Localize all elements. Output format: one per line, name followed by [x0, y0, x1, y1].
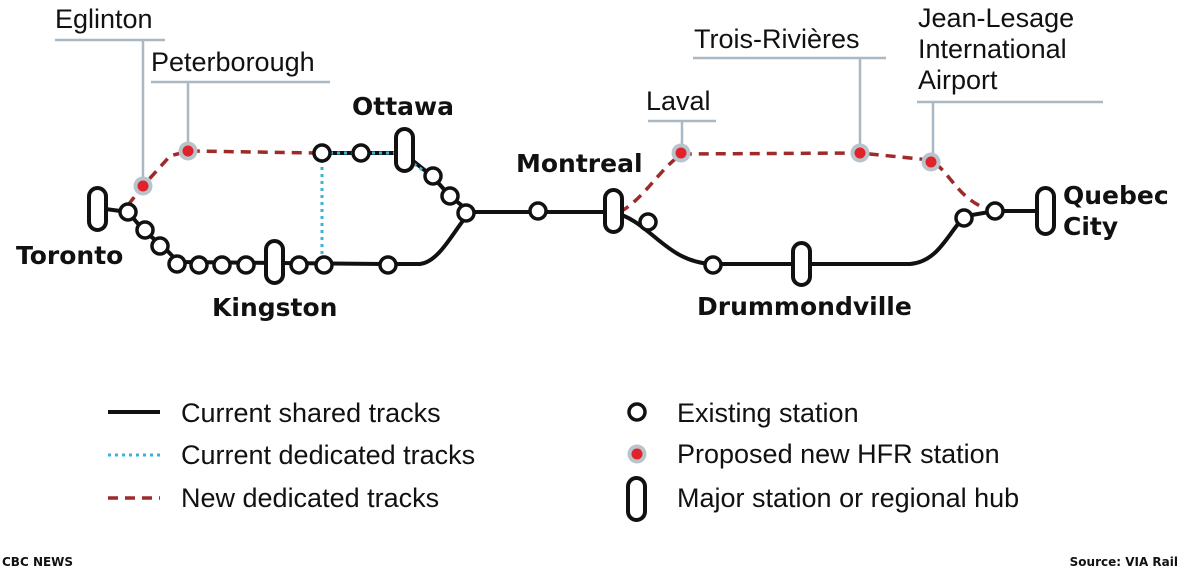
credit-label: CBC NEWS	[2, 555, 73, 569]
quebec-city-label-line2: City	[1063, 212, 1118, 241]
legend-major-station-swatch	[626, 476, 647, 522]
toronto-hub-marker	[87, 186, 108, 232]
station-marker	[189, 255, 209, 275]
quebec-city-hub-marker	[1035, 186, 1056, 236]
kingston-hub-marker	[264, 239, 285, 285]
source-label: Source: VIA Rail	[1070, 555, 1178, 569]
legend-existing-station-label: Existing station	[677, 398, 859, 428]
jean-lesage-proposed-marker	[921, 152, 941, 172]
montreal-label: Montreal	[516, 149, 643, 178]
legend-shared-label: Current shared tracks	[181, 398, 441, 428]
jean-lesage-label-line2: International	[918, 34, 1067, 64]
legend-existing-station-swatch	[627, 402, 647, 422]
montreal-quebec-shared-track	[610, 209, 1048, 266]
station-marker	[212, 255, 232, 275]
legend-proposed-station-swatch	[627, 444, 647, 464]
station-marker	[638, 212, 658, 232]
trois-rivieres-proposed-marker	[850, 143, 870, 163]
legend: Current shared tracks Current dedicated …	[108, 398, 1019, 522]
toronto-label: Toronto	[16, 241, 123, 270]
station-marker	[423, 166, 443, 186]
drummondville-hub-marker	[791, 241, 812, 287]
station-marker	[456, 203, 476, 223]
station-marker	[528, 201, 548, 221]
quebec-city-label-line1: Quebec	[1063, 181, 1169, 210]
legend-major-station-label: Major station or regional hub	[677, 483, 1019, 513]
ottawa-label: Ottawa	[352, 92, 454, 121]
ottawa-hub-marker	[394, 127, 415, 173]
station-marker	[314, 255, 334, 275]
kingston-label: Kingston	[212, 293, 337, 322]
legend-proposed-station-label: Proposed new HFR station	[677, 439, 1000, 469]
callout-lines	[55, 38, 1103, 186]
jean-lesage-label-line1: Jean-Lesage	[918, 3, 1074, 33]
station-marker	[312, 143, 332, 163]
proposed-stations	[133, 141, 941, 196]
peterborough-proposed-marker	[178, 141, 198, 161]
existing-stations	[118, 143, 1005, 275]
station-marker	[440, 186, 460, 206]
station-marker	[118, 202, 138, 222]
station-marker	[351, 143, 371, 163]
station-marker	[289, 255, 309, 275]
montreal-hub-marker	[603, 188, 624, 234]
legend-new-dedicated-label: New dedicated tracks	[181, 483, 439, 513]
eglinton-proposed-marker	[133, 176, 153, 196]
peterborough-label: Peterborough	[151, 47, 315, 77]
laval-label: Laval	[646, 86, 711, 116]
trois-rivieres-label: Trois-Rivières	[694, 24, 860, 54]
station-marker	[135, 220, 155, 240]
toronto-peterborough-new-track	[126, 149, 321, 207]
station-marker	[150, 236, 170, 256]
station-marker	[167, 254, 187, 274]
station-marker	[703, 255, 723, 275]
legend-current-dedicated-label: Current dedicated tracks	[181, 440, 475, 470]
station-marker	[236, 255, 256, 275]
eglinton-label: Eglinton	[55, 4, 153, 34]
station-marker	[378, 255, 398, 275]
jean-lesage-label-line3: Airport	[918, 65, 998, 95]
station-marker	[954, 208, 974, 228]
major-stations	[87, 127, 1056, 287]
drummondville-label: Drummondville	[697, 292, 912, 321]
station-marker	[985, 201, 1005, 221]
current-dedicated-tracks	[320, 151, 431, 262]
laval-proposed-marker	[671, 143, 691, 163]
